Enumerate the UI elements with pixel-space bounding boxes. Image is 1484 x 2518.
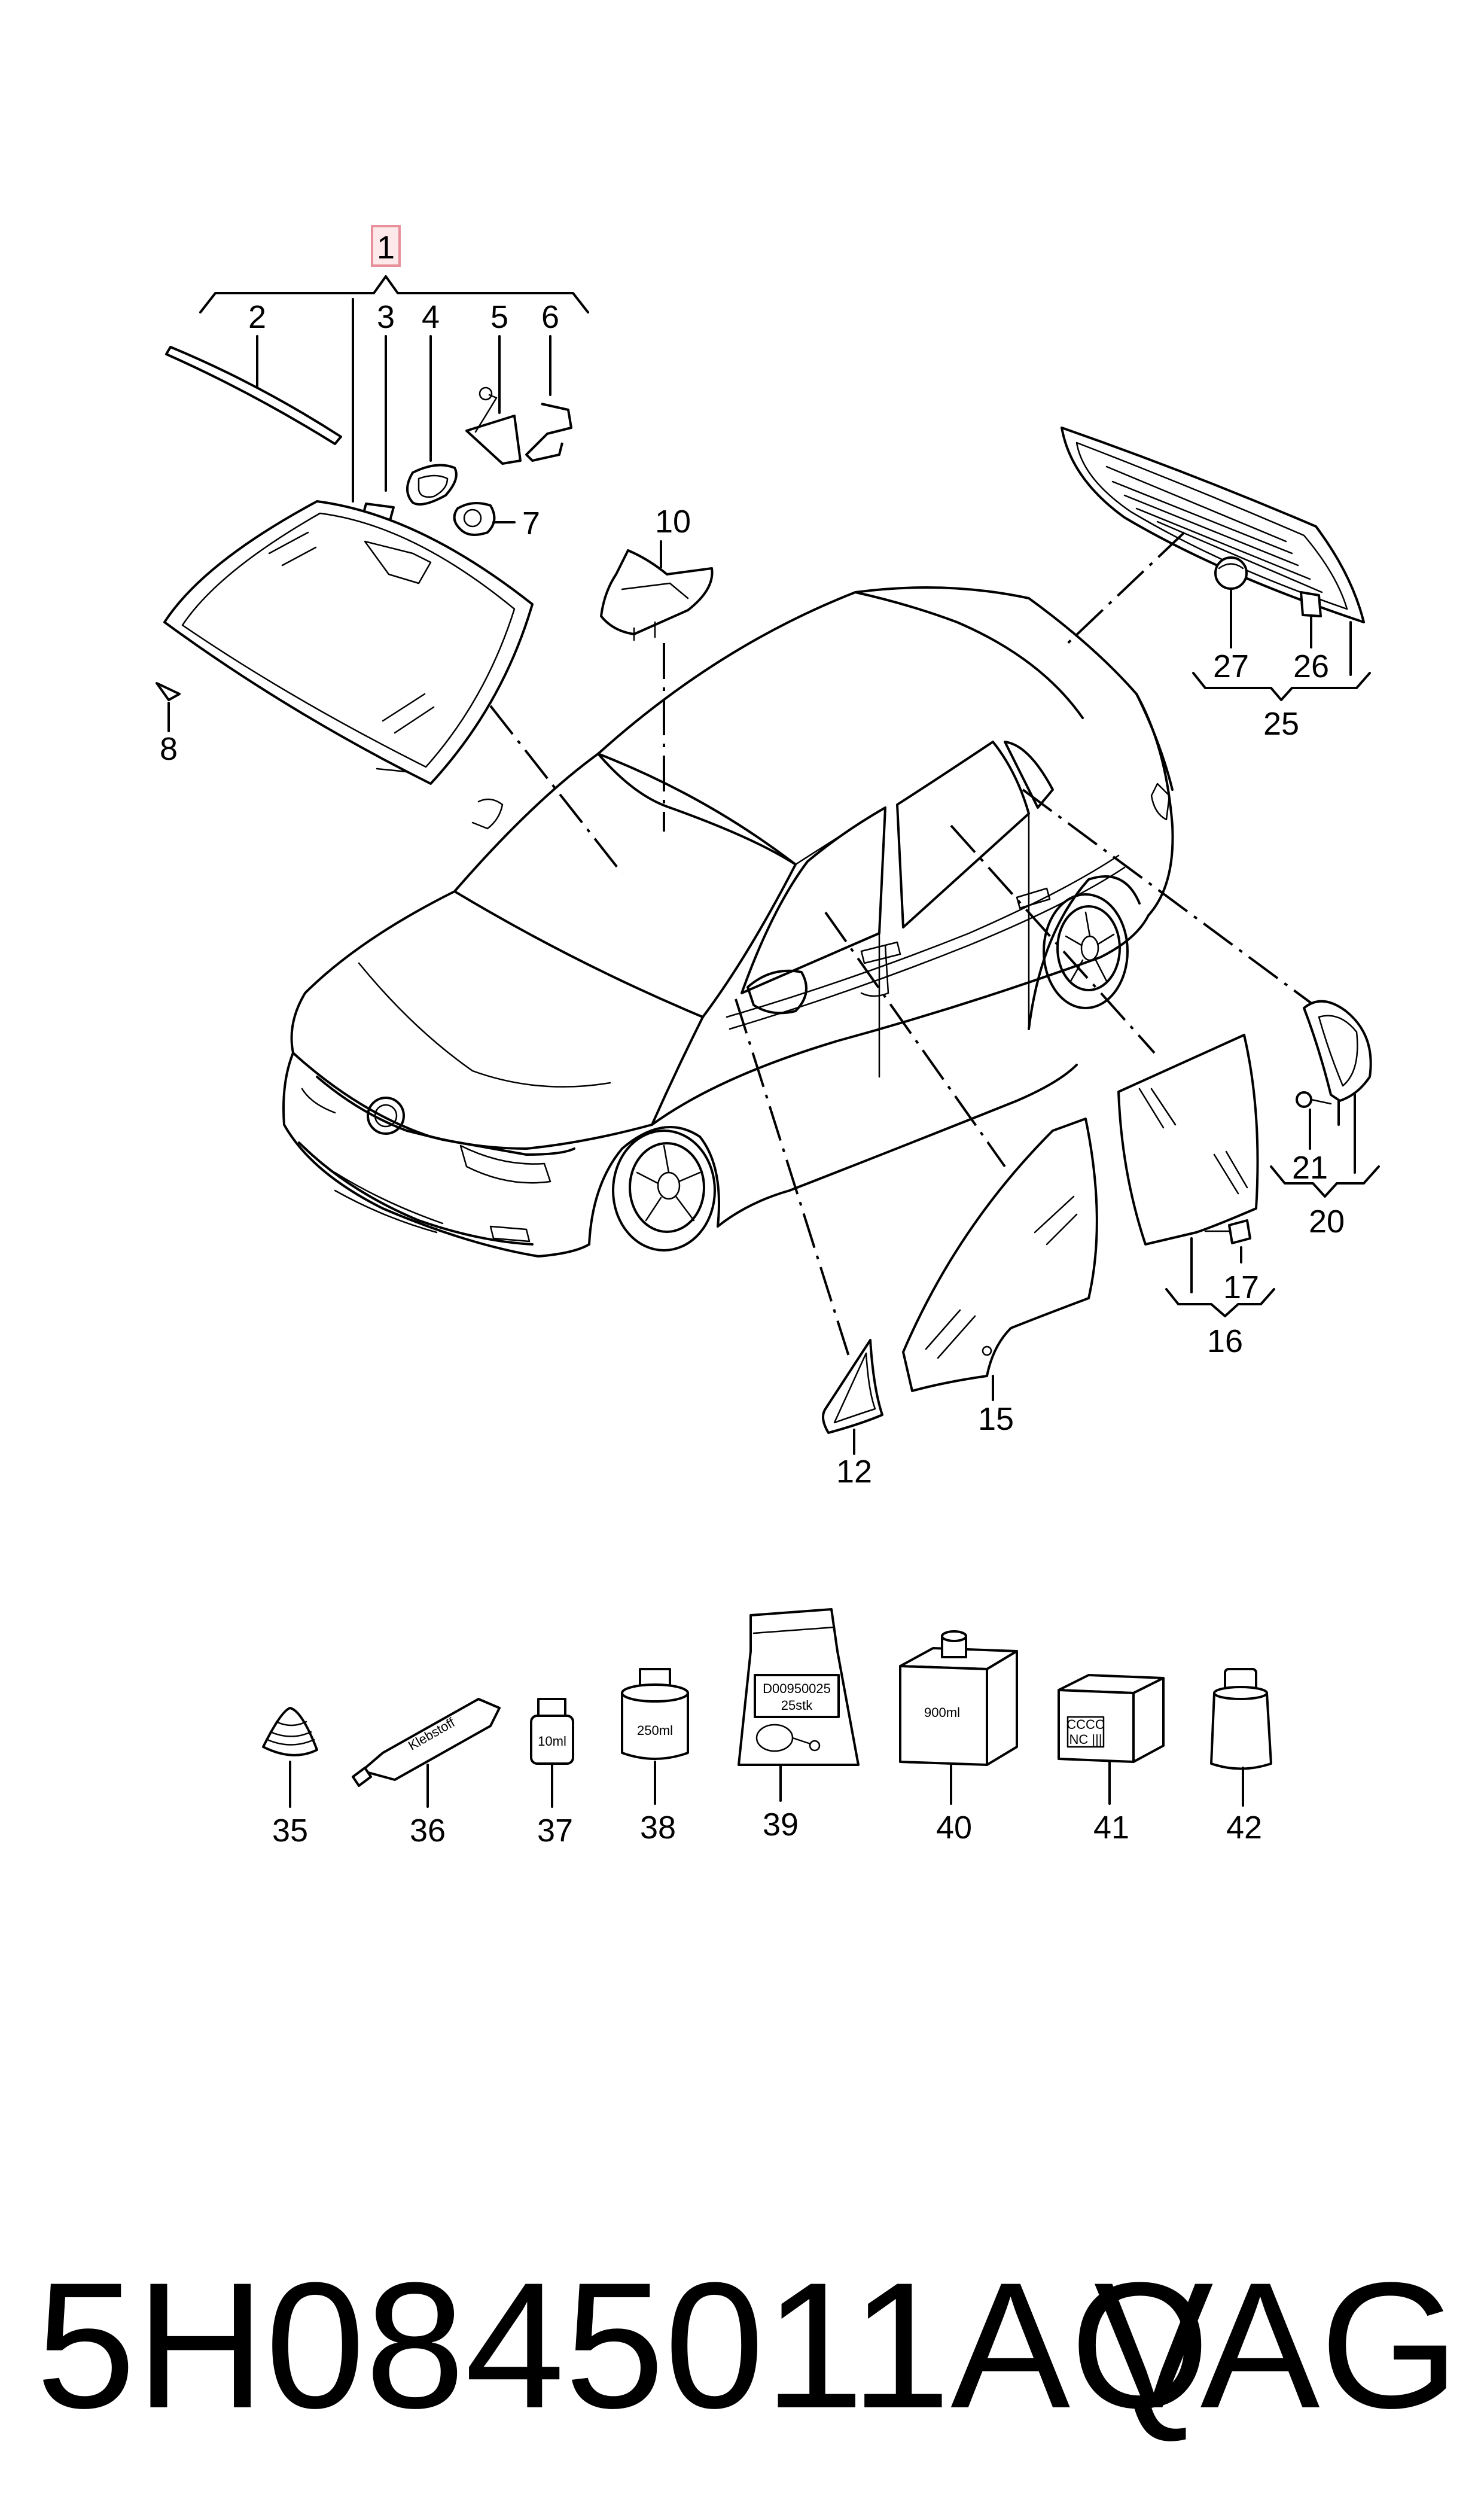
part-37-small-bottle: 10ml bbox=[530, 1698, 574, 1765]
bracket-25 bbox=[1192, 672, 1371, 701]
callout-42: 42 bbox=[1226, 1810, 1262, 1846]
bracket-16 bbox=[1165, 1288, 1275, 1317]
part-41-small-box: CCCC NC ||| bbox=[1058, 1674, 1165, 1763]
callout-21: 21 bbox=[1292, 1150, 1328, 1186]
callout-26: 26 bbox=[1293, 648, 1329, 684]
callout-36: 36 bbox=[410, 1813, 446, 1849]
callout-4: 4 bbox=[422, 299, 440, 335]
leader-16-car bbox=[950, 824, 1156, 1054]
callout-15: 15 bbox=[978, 1401, 1014, 1437]
callout-40: 40 bbox=[936, 1810, 972, 1846]
callout-39: 39 bbox=[763, 1807, 799, 1843]
part-5-sensor-cover bbox=[465, 415, 522, 465]
part-1-windscreen[interactable] bbox=[163, 500, 534, 785]
part-36-adhesive-tube: Klebstoff bbox=[352, 1698, 501, 1787]
part-7-rain-sensor bbox=[453, 502, 496, 536]
callout-38: 38 bbox=[640, 1810, 676, 1846]
callout-20: 20 bbox=[1309, 1204, 1345, 1240]
part-15-front-door-glass[interactable] bbox=[902, 1118, 1098, 1392]
part-26-pad bbox=[1300, 591, 1322, 617]
callout-2: 2 bbox=[248, 299, 266, 335]
box-small-line2: NC ||| bbox=[1069, 1732, 1102, 1747]
callout-12: 12 bbox=[836, 1454, 872, 1490]
bracket-20 bbox=[1270, 1165, 1380, 1198]
part-21-screw bbox=[1296, 1091, 1312, 1108]
callout-3: 3 bbox=[377, 299, 395, 335]
callout-6: 6 bbox=[541, 299, 559, 335]
callout-17: 17 bbox=[1223, 1269, 1259, 1305]
part-6-cable-bracket bbox=[525, 403, 572, 462]
part-number: 5H0845011AQ bbox=[36, 2245, 1210, 2446]
callout-25: 25 bbox=[1263, 706, 1299, 742]
leader-12-car bbox=[735, 998, 851, 1359]
part-4-mirror-base bbox=[406, 464, 458, 506]
bottle-label: 10ml bbox=[538, 1734, 566, 1749]
bag-qty: 25stk bbox=[781, 1698, 813, 1713]
car-illustration bbox=[282, 586, 1174, 1258]
part-20-rear-quarter-glass[interactable] bbox=[1303, 1000, 1372, 1102]
part-38-can: 250ml bbox=[621, 1668, 689, 1760]
leader-windscreen-car bbox=[489, 705, 623, 875]
bag-code: D00950025 bbox=[763, 1681, 831, 1696]
part-8-clip bbox=[156, 682, 181, 701]
part-12-quarter-glass[interactable] bbox=[822, 1339, 883, 1434]
box-large-label: 900ml bbox=[924, 1705, 960, 1720]
leader-15-car bbox=[824, 911, 1006, 1168]
callout-10: 10 bbox=[655, 504, 691, 540]
callout-27: 27 bbox=[1213, 648, 1249, 684]
part-10-mirror-mount bbox=[600, 549, 714, 635]
callout-5: 5 bbox=[490, 299, 508, 335]
part-40-large-box: 900ml bbox=[899, 1630, 1018, 1766]
part-17-clip bbox=[1228, 1219, 1251, 1244]
callout-16: 16 bbox=[1207, 1323, 1243, 1359]
part-27-grommet bbox=[1214, 556, 1248, 590]
bracket-1 bbox=[199, 275, 589, 313]
callout-35: 35 bbox=[272, 1813, 308, 1849]
part-16-rear-door-glass[interactable] bbox=[1117, 1034, 1259, 1246]
footer: 5H0845011AQ VAG bbox=[36, 2231, 1459, 2459]
part-25-rear-window[interactable] bbox=[1061, 427, 1365, 623]
callout-37: 37 bbox=[537, 1813, 573, 1849]
part-39-bag: D00950025 25stk bbox=[738, 1608, 860, 1766]
callout-1-highlight[interactable] bbox=[371, 225, 401, 267]
part-42-bottle bbox=[1210, 1668, 1272, 1770]
callout-41: 41 bbox=[1093, 1810, 1129, 1846]
callout-7: 7 bbox=[522, 506, 540, 541]
can-label: 250ml bbox=[637, 1723, 673, 1738]
leader-rear-window-car bbox=[1064, 531, 1186, 647]
box-small-line1: CCCC bbox=[1066, 1717, 1105, 1732]
brand-name: VAG bbox=[1093, 2245, 1459, 2446]
callout-1: 1 bbox=[377, 230, 395, 266]
leader-20-car bbox=[1022, 788, 1323, 1012]
callout-8: 8 bbox=[160, 731, 178, 767]
part-2-trim-strip bbox=[165, 346, 342, 445]
